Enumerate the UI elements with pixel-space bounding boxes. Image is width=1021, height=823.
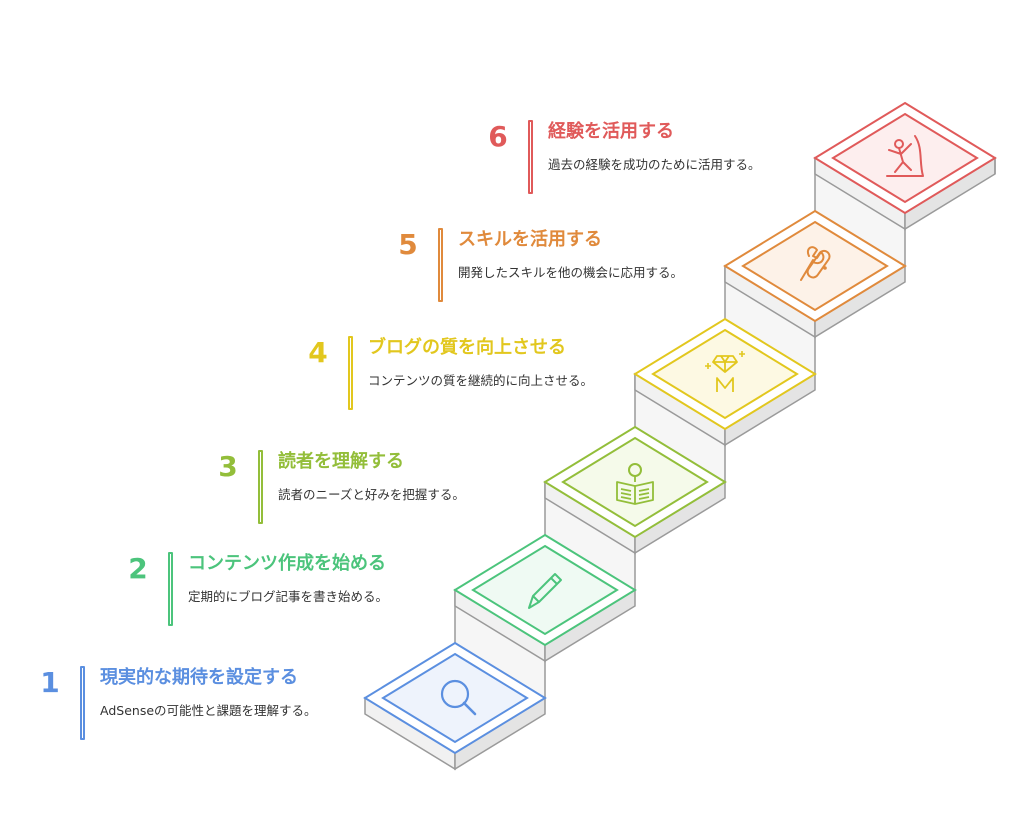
diamond-icon (705, 351, 745, 392)
step-number: 6 (488, 120, 508, 153)
step-number: 5 (398, 228, 418, 261)
step-description: 定期的にブログ記事を書き始める。 (188, 589, 389, 604)
step-top-inner (741, 220, 889, 312)
step-bar (168, 552, 173, 626)
step-top-inner (471, 544, 619, 636)
reader-icon (616, 463, 654, 505)
step-title: コンテンツ作成を始める (188, 553, 386, 574)
step-description: AdSenseの可能性と課題を理解する。 (100, 703, 317, 718)
step-number: 4 (308, 336, 328, 369)
step-description: コンテンツの質を継続的に向上させる。 (368, 373, 594, 388)
climber-icon (886, 135, 924, 177)
step-title: スキルを活用する (458, 229, 602, 250)
step-description: 読者のニーズと好みを把握する。 (278, 487, 465, 502)
step-number: 1 (40, 666, 60, 699)
stair-step-6 (813, 101, 997, 231)
step-title: 現実的な期待を設定する (100, 667, 298, 688)
magnifier-icon (440, 679, 477, 716)
step-description: 開発したスキルを他の機会に応用する。 (458, 265, 684, 280)
step-bar (80, 666, 85, 740)
step-bar (438, 228, 443, 302)
step-top-inner (651, 328, 799, 420)
step-description: 過去の経験を成功のために活用する。 (548, 157, 761, 172)
step-number: 3 (218, 450, 238, 483)
step-bar (258, 450, 263, 524)
step-number: 2 (128, 552, 148, 585)
step-title: ブログの質を向上させる (368, 337, 566, 358)
step-bar (528, 120, 533, 194)
step-top-inner (831, 112, 979, 204)
tools-icon (800, 246, 831, 281)
step-top-inner (381, 652, 529, 744)
step-bar (348, 336, 353, 410)
step-title: 読者を理解する (278, 451, 404, 472)
pencil-icon (528, 573, 562, 609)
step-title: 経験を活用する (548, 121, 674, 142)
